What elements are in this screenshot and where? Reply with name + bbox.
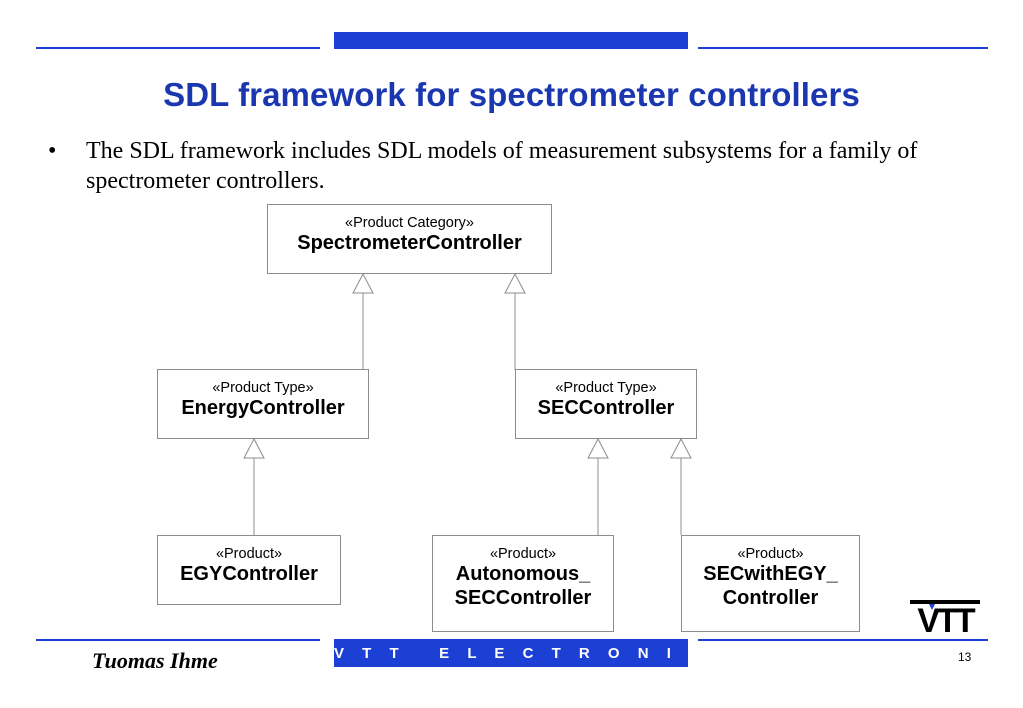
node-name: SpectrometerController bbox=[297, 232, 522, 254]
footer-band-text: V T T E L E C T R O N I C S bbox=[334, 645, 736, 662]
node-stereotype: «Product» bbox=[737, 546, 804, 562]
arrowhead-sec-to-spectrometer bbox=[504, 272, 526, 294]
page-number: 13 bbox=[958, 650, 972, 664]
node-name-line2: SECController bbox=[454, 587, 592, 609]
arrowhead-energy-to-spectrometer bbox=[352, 272, 374, 294]
author-name: Tuomas Ihme bbox=[92, 648, 218, 673]
arrowhead-egy-to-energy bbox=[243, 437, 265, 459]
node-spectrometer-controller: «Product Category» SpectrometerControlle… bbox=[267, 204, 552, 274]
node-sec-controller: «Product Type» SECController bbox=[515, 369, 697, 439]
node-name: EGYController bbox=[180, 563, 318, 585]
vtt-logo: VTT bbox=[910, 600, 980, 634]
node-energy-controller: «Product Type» EnergyController bbox=[157, 369, 369, 439]
node-secwithegy-controller: «Product» SECwithEGY_ Controller bbox=[681, 535, 860, 632]
node-egy-controller: «Product» EGYController bbox=[157, 535, 341, 605]
node-name: EnergyController bbox=[181, 397, 345, 419]
footer-rule-right bbox=[698, 639, 988, 641]
node-name-line2: Controller bbox=[722, 587, 819, 609]
node-autonomous-sec-controller: «Product» Autonomous_ SECController bbox=[432, 535, 614, 632]
bullet-text: The SDL framework includes SDL models of… bbox=[86, 138, 918, 194]
node-stereotype: «Product Category» bbox=[345, 215, 474, 231]
bullet-marker: • bbox=[48, 138, 57, 164]
node-stereotype: «Product» bbox=[489, 546, 557, 562]
slide-title: SDL framework for spectrometer controlle… bbox=[163, 76, 860, 113]
logo-blue-notch bbox=[929, 604, 935, 610]
arrowhead-secwithegy-to-sec bbox=[670, 437, 692, 459]
logo-text: VTT bbox=[917, 602, 975, 634]
node-stereotype: «Product Type» bbox=[555, 380, 657, 396]
header-rule-left bbox=[36, 47, 320, 49]
node-stereotype: «Product» bbox=[215, 546, 283, 562]
footer-rule-left bbox=[36, 639, 320, 641]
logo-top-bar bbox=[910, 600, 980, 604]
node-name-line1: SECwithEGY_ bbox=[703, 563, 838, 585]
header-rule-right bbox=[698, 47, 988, 49]
node-name-line1: Autonomous_ bbox=[455, 563, 591, 585]
arrowhead-autonomous-to-sec bbox=[587, 437, 609, 459]
node-stereotype: «Product Type» bbox=[212, 380, 314, 396]
footer-band bbox=[334, 639, 688, 667]
header-band bbox=[334, 32, 688, 49]
node-name: SECController bbox=[537, 397, 675, 419]
